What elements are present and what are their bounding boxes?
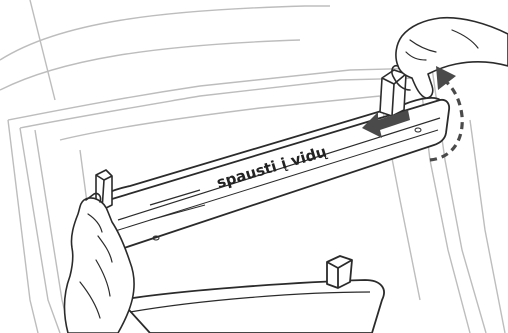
lower-shelf	[120, 256, 384, 333]
right-hand	[392, 18, 508, 98]
